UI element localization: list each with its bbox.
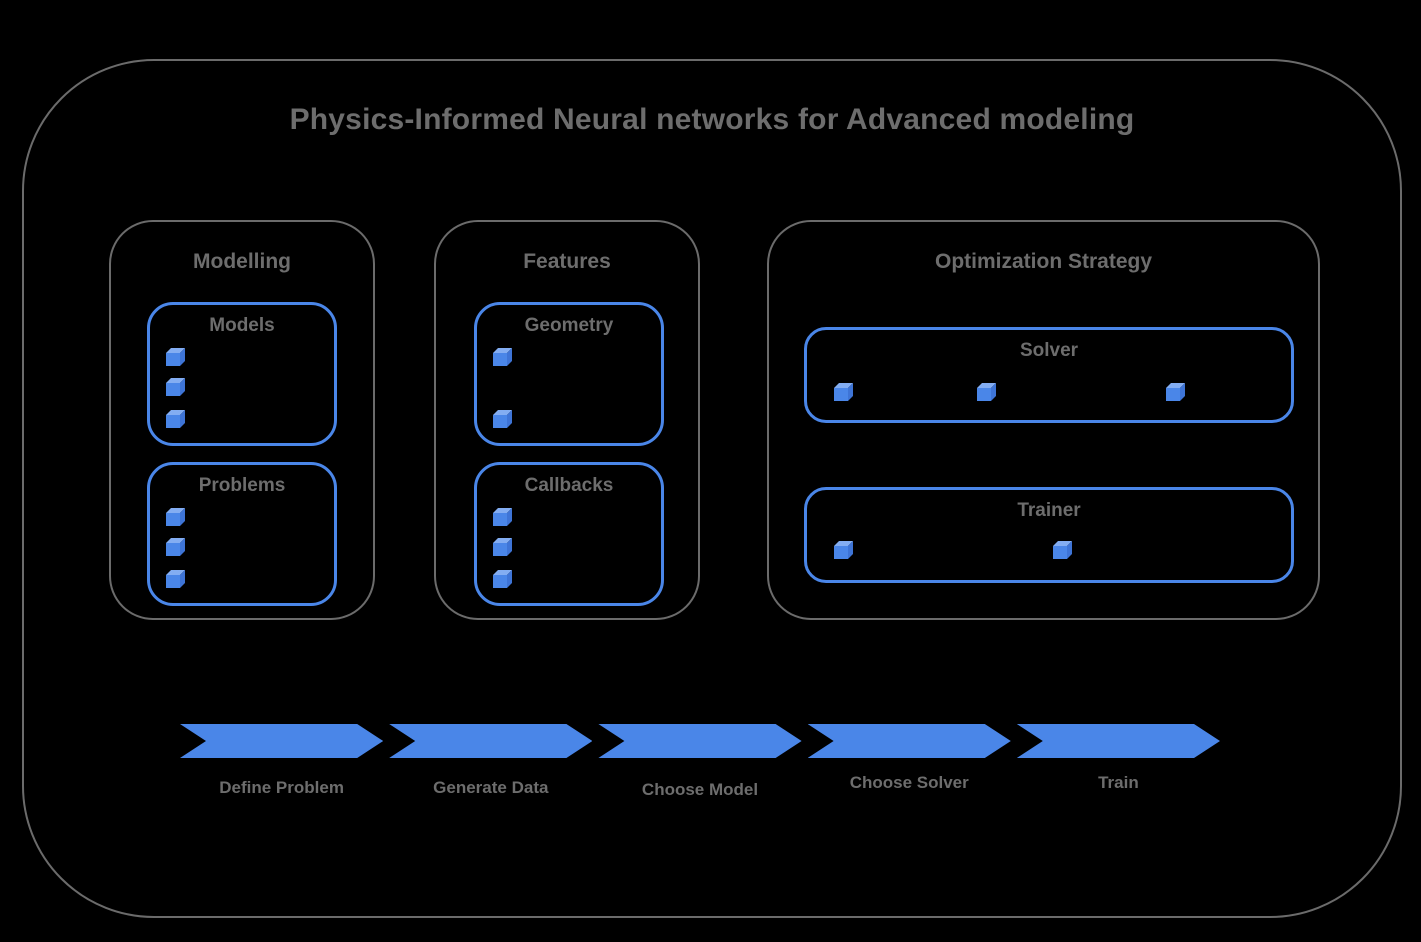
cube-icon (493, 513, 507, 526)
pipeline-arrow (180, 724, 1220, 758)
cube-icon (166, 415, 180, 428)
item-box-models: Models (147, 302, 337, 446)
step-label-choose-solver: Choose Solver (849, 773, 969, 792)
step-label-train: Train (1098, 773, 1139, 792)
group-title-modelling: Modelling (193, 250, 291, 273)
group-box-modelling: Modelling Models Problems (109, 220, 375, 620)
cube-icon (834, 388, 848, 401)
diagram-title: Physics-Informed Neural networks for Adv… (289, 103, 1135, 136)
cube-icon (166, 383, 180, 396)
arrow-segment-define-problem (180, 724, 383, 758)
group-title-optimization-strategy: Optimization Strategy (934, 250, 1153, 273)
box-title-models: Models (209, 315, 275, 336)
cube-icon (977, 388, 991, 401)
arrow-segment-generate-data (389, 724, 592, 758)
arrow-segment-train (1017, 724, 1220, 758)
cube-icon (166, 353, 180, 366)
group-box-optimization-strategy: Optimization Strategy Solver Trainer (767, 220, 1320, 620)
cube-icon (493, 543, 507, 556)
item-box-problems: Problems (147, 462, 337, 606)
step-label-define-problem: Define Problem (219, 778, 344, 797)
step-label-generate-data: Generate Data (433, 778, 549, 797)
cube-icon (1053, 546, 1067, 559)
box-title-trainer: Trainer (1017, 500, 1081, 521)
cube-icon (1166, 388, 1180, 401)
box-title-callbacks: Callbacks (524, 475, 614, 496)
box-title-solver: Solver (1019, 340, 1079, 361)
box-title-problems: Problems (198, 475, 286, 496)
cube-icon (834, 546, 848, 559)
cube-icon (166, 575, 180, 588)
arrow-segment-choose-solver (808, 724, 1011, 758)
pipeline-step-labels: Define Problem Generate Data Choose Mode… (180, 773, 1220, 799)
cube-icon (493, 353, 507, 366)
group-box-features: Features Geometry Callbacks (434, 220, 700, 620)
main-frame: Physics-Informed Neural networks for Adv… (22, 59, 1402, 918)
cube-icon (493, 575, 507, 588)
item-box-trainer: Trainer (804, 487, 1294, 583)
item-box-solver: Solver (804, 327, 1294, 423)
step-label-choose-model: Choose Model (641, 780, 759, 799)
box-title-geometry: Geometry (524, 315, 614, 336)
cube-icon (493, 415, 507, 428)
arrow-segment-choose-model (598, 724, 801, 758)
group-title-features: Features (523, 250, 611, 273)
cube-icon (166, 513, 180, 526)
item-box-geometry: Geometry (474, 302, 664, 446)
item-box-callbacks: Callbacks (474, 462, 664, 606)
cube-icon (166, 543, 180, 556)
